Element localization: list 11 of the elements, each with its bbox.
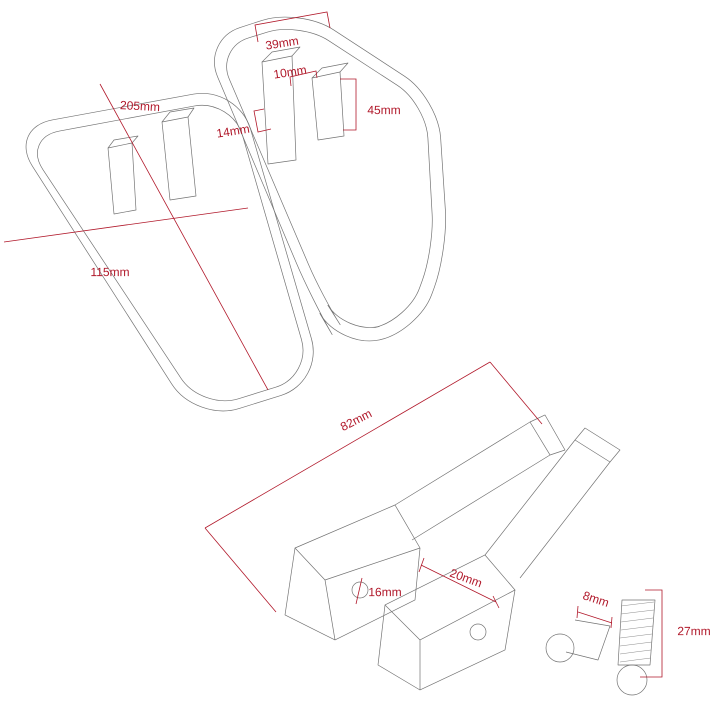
dimension-label: 20mm — [450, 569, 482, 588]
dimension-label: 10mm — [274, 67, 306, 79]
dimension-label: 39mm — [266, 38, 298, 50]
dimension-label: 16mm — [369, 588, 401, 596]
dimension-label: 205mm — [120, 100, 160, 112]
dimension-label: 82mm — [340, 411, 372, 430]
dimension-label: 115mm — [91, 268, 129, 276]
dimension-label: 14mm — [217, 126, 250, 138]
dimension-label: 45mm — [368, 106, 400, 114]
dimension-label: 27mm — [678, 626, 710, 636]
dimension-label: 8mm — [583, 592, 608, 607]
